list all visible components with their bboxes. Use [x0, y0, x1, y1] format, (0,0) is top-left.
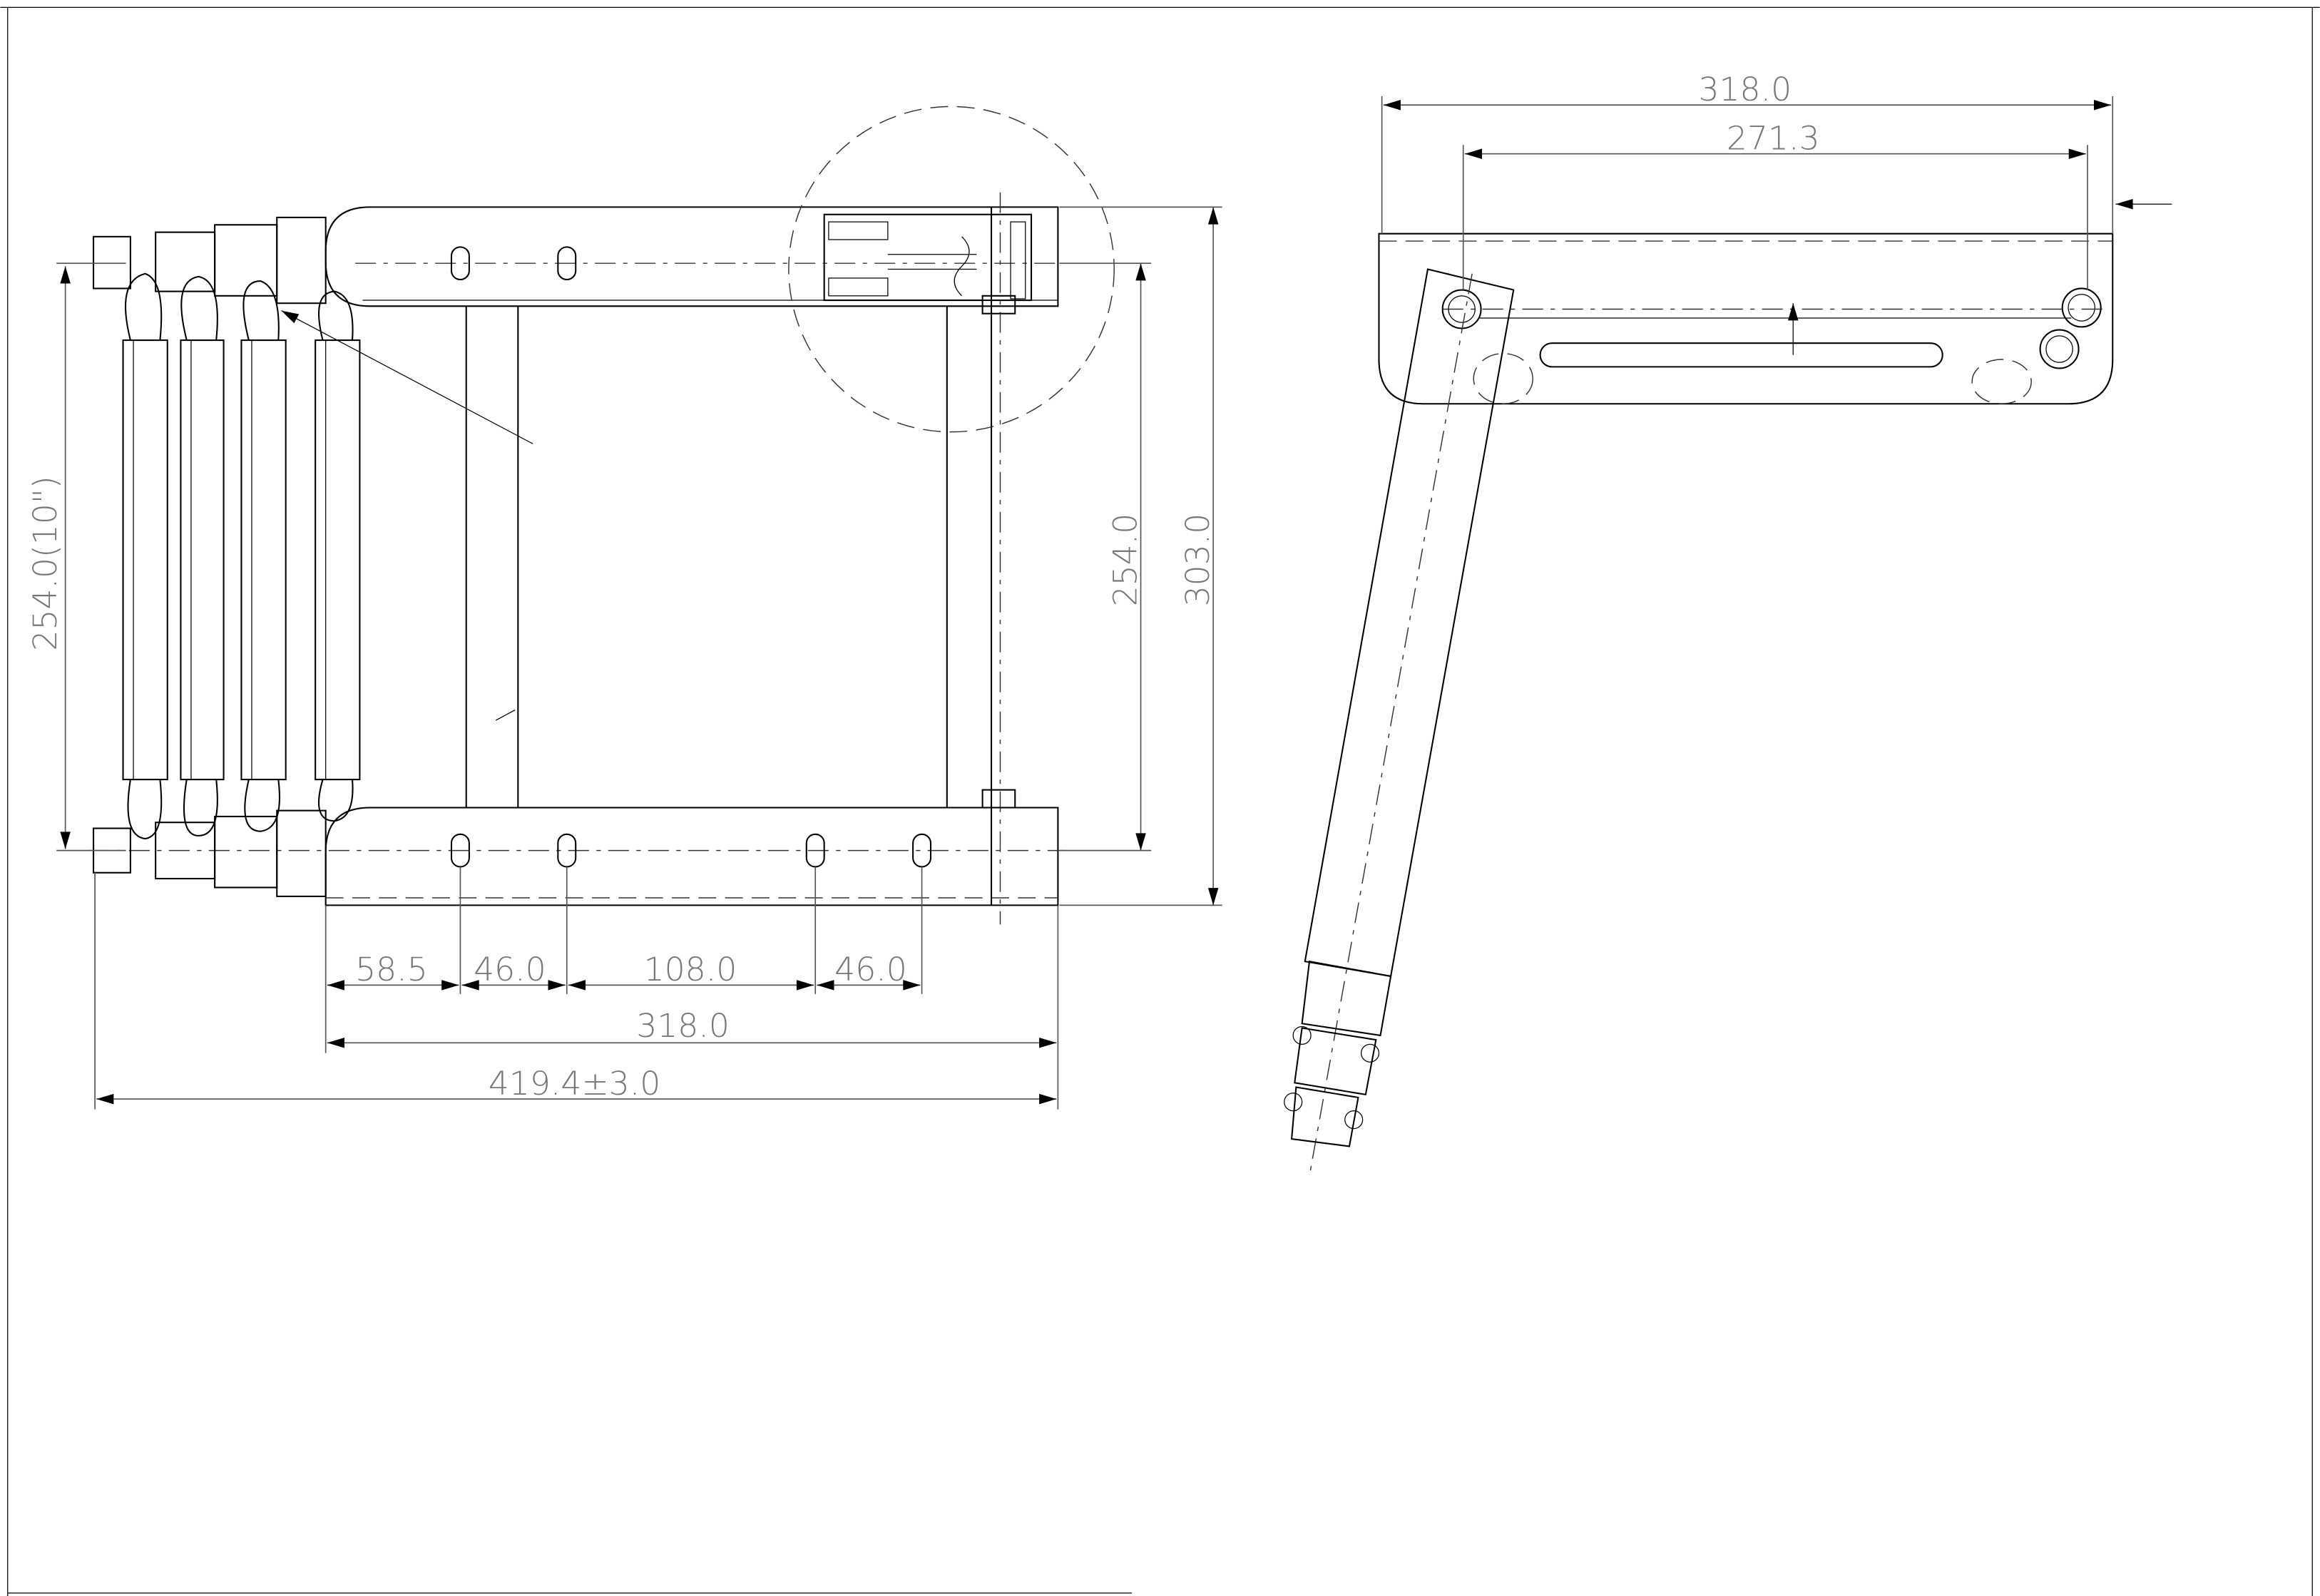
dim-hole-spacing: 271.3: [1727, 119, 1820, 157]
step-tube-4: [315, 290, 361, 822]
step-tube-2: [180, 275, 225, 837]
dim-width: 318.0: [636, 1007, 730, 1045]
side-view: 318.0 271.3: [1284, 71, 2172, 1177]
frame-uprights: [465, 192, 1001, 925]
dim-height-inch: 254.0(10"): [26, 476, 64, 650]
dim-extended-width: 419.4±3.0: [489, 1065, 660, 1103]
telescopic-steps: [93, 216, 361, 897]
drawing-frame: [0, 6, 2320, 1596]
hinge-section: [823, 213, 1033, 809]
dim-slot-4: 46.0: [834, 951, 907, 988]
dim-slot-2: 46.0: [474, 951, 546, 988]
dim-slot-3: 108.0: [644, 951, 737, 988]
ladder-leg: [1284, 268, 1515, 1177]
bracket: [1378, 232, 2114, 405]
mounting-slots: [450, 246, 932, 868]
front-dimensions: 254.0(10") 254.0 303.0 58.5 46.0 108.0 4…: [26, 206, 1222, 1110]
dim-inner-height: 254.0: [1106, 513, 1144, 607]
step-tube-1: [122, 272, 168, 840]
bracket-slot: [1539, 342, 1943, 368]
detail-circle: [788, 106, 1115, 433]
dim-bracket-width: 318.0: [1698, 71, 1792, 108]
top-rail: [325, 206, 1059, 307]
dim-slot-1: 58.5: [355, 951, 428, 988]
bottom-rail: [325, 807, 1059, 906]
step-tube-3: [240, 280, 287, 832]
front-view: 254.0(10") 254.0 303.0 58.5 46.0 108.0 4…: [26, 106, 1222, 1110]
side-dimensions: 318.0 271.3: [1381, 71, 2114, 290]
dim-total-height: 303.0: [1179, 513, 1217, 607]
